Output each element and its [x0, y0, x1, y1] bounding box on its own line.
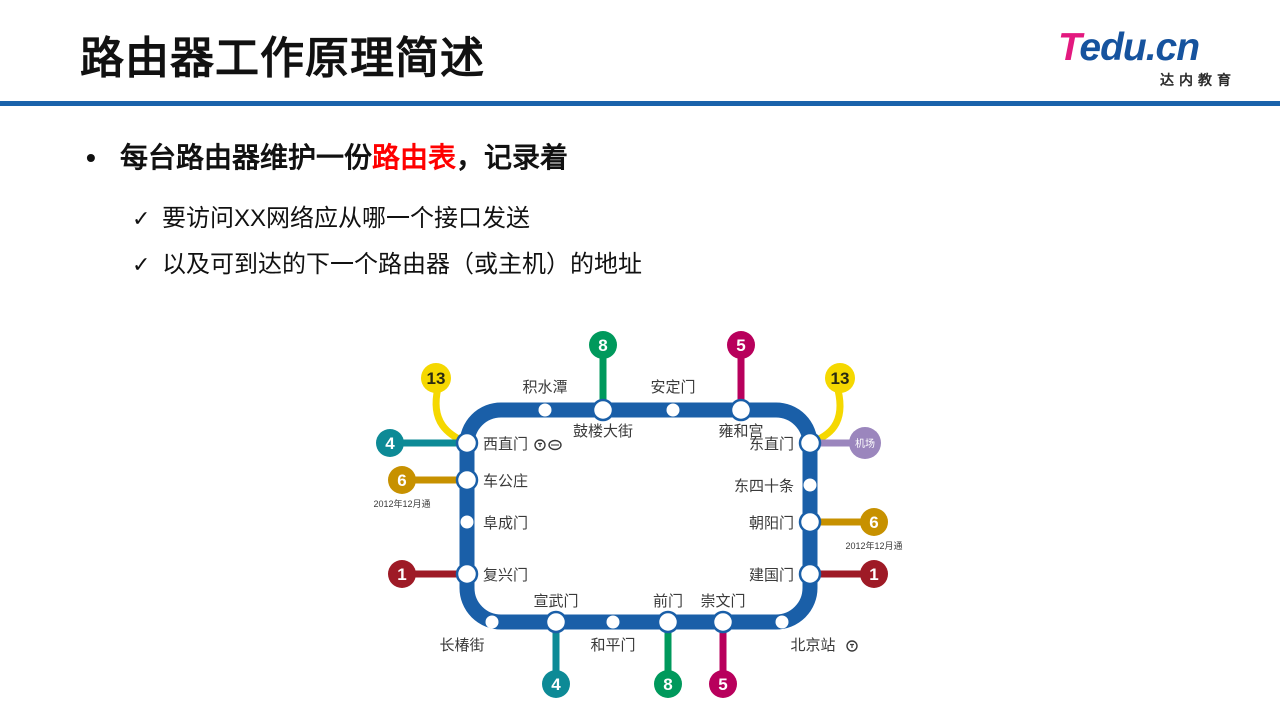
rail-transfer-icon-group	[534, 439, 562, 451]
station-dot-dongsishitiao[interactable]	[803, 478, 817, 492]
station-dot-chegongzhuang[interactable]	[455, 468, 479, 492]
logo-text-edu: edu.cn	[1079, 26, 1200, 69]
check-icon: ✓	[132, 252, 151, 277]
beijingzhan-train-icon	[846, 640, 858, 652]
logo-letter-t: T	[1058, 26, 1080, 69]
line-badge-5-south[interactable]	[709, 670, 737, 698]
title-divider	[0, 101, 1280, 106]
line-badge-13-east-label: 13	[831, 369, 850, 388]
station-dot-qianmen[interactable]	[656, 610, 680, 634]
line-badge-5-north[interactable]	[727, 331, 755, 359]
line-badge-6-east[interactable]	[860, 508, 888, 536]
station-dot-xuanwumen[interactable]	[544, 610, 568, 634]
airport-terminus[interactable]	[849, 427, 881, 459]
train-icon	[846, 640, 858, 652]
line-badge-4-south[interactable]	[542, 670, 570, 698]
station-label-chongwenmen: 崇文门	[700, 593, 745, 610]
station-dot-chongwenmen[interactable]	[711, 610, 735, 634]
station-dot-jishuitan[interactable]	[538, 403, 552, 417]
station-label-dongzhimen: 东直门	[749, 436, 794, 453]
station-label-hepingmen: 和平门	[590, 637, 635, 654]
line-badge-1-west[interactable]	[388, 560, 416, 588]
station-label-beijingzhan: 北京站	[790, 637, 835, 654]
station-dot-fuchengmen[interactable]	[460, 515, 474, 529]
bullet-marker: •	[86, 142, 96, 173]
line-badge-6-east-label: 6	[869, 513, 878, 532]
line-badge-6-west[interactable]	[388, 466, 416, 494]
line-badge-6-west-label: 6	[397, 471, 406, 490]
station-dot-changchunjie[interactable]	[485, 615, 499, 629]
bullet-text-after: ，记录着	[456, 142, 569, 173]
station-dot-fuxingmen[interactable]	[455, 562, 479, 586]
bullet-text-highlight: 路由表	[372, 142, 457, 173]
line-badge-5-north-label: 5	[736, 336, 745, 355]
sub-bullet-2: ✓ 以及可到达的下一个路由器（或主机）的地址	[132, 244, 642, 279]
station-dot-dongzhimen[interactable]	[798, 431, 822, 455]
line-badge-1-east[interactable]	[860, 560, 888, 588]
station-label-xuanwumen: 宣武门	[533, 593, 578, 610]
line-badge-13-west-label: 13	[427, 369, 446, 388]
station-label-xizhimen: 西直门	[483, 436, 528, 453]
brand-logo: Tedu.cn 达内教育	[1058, 26, 1238, 90]
station-label-jishuitan: 积水潭	[522, 379, 567, 396]
station-label-chegongzhuang: 车公庄	[483, 472, 528, 490]
station-label-chaoyangmen: 朝阳门	[749, 515, 794, 532]
station-label-gulou: 鼓楼大街	[573, 423, 633, 440]
sub-bullet-2-label: 以及可到达的下一个路由器（或主机）的地址	[162, 251, 642, 278]
station-label-jianguomen: 建国门	[749, 567, 794, 584]
line-badge-8-south-label: 8	[663, 675, 672, 694]
station-dot-chaoyangmen[interactable]	[798, 510, 822, 534]
line-badge-4-west[interactable]	[376, 429, 404, 457]
station-dot-andingmen[interactable]	[666, 403, 680, 417]
page-title: 路由器工作原理简述	[80, 34, 485, 83]
line-badge-4-south-label: 4	[551, 675, 561, 694]
bullet-text-before: 每台路由器维护一份	[120, 142, 373, 173]
line-badge-13-west[interactable]	[421, 363, 451, 393]
main-bullet: • 每台路由器维护一份路由表，记录着	[86, 136, 568, 176]
train-icon-detail	[850, 643, 854, 648]
airport-terminus-label: 机场	[855, 437, 875, 450]
line-badge-8-south[interactable]	[654, 670, 682, 698]
line-badge-4-west-label: 4	[385, 434, 395, 453]
line-6-east-note: 2012年12月通	[845, 540, 902, 551]
station-label-andingmen: 安定门	[650, 379, 695, 396]
line-badge-8-north-label: 8	[598, 336, 607, 355]
station-label-qianmen: 前门	[653, 593, 683, 610]
sub-bullet-1: ✓ 要访问XX网络应从哪一个接口发送	[132, 198, 530, 233]
station-dot-hepingmen[interactable]	[606, 615, 620, 629]
station-label-fuchengmen: 阜成门	[483, 515, 528, 532]
station-dot-xizhimen[interactable]	[455, 431, 479, 455]
station-dot-beijingzhan[interactable]	[775, 615, 789, 629]
line-badge-1-east-label: 1	[869, 565, 878, 584]
logo-wordmark: Tedu.cn	[1058, 26, 1238, 70]
line-6-west-note: 2012年12月通	[373, 498, 430, 509]
line-badge-8-north[interactable]	[589, 331, 617, 359]
station-dot-gulou[interactable]	[591, 398, 615, 422]
line-badge-5-south-label: 5	[718, 675, 727, 694]
line-badge-1-west-label: 1	[397, 565, 406, 584]
station-label-yonghegong: 雍和宫	[718, 423, 763, 440]
check-icon: ✓	[132, 206, 151, 231]
sub-bullet-1-label: 要访问XX网络应从哪一个接口发送	[162, 205, 531, 232]
beijing-subway-loop-map: 8 5 13 4 6 2012年12月通 1 13 机场 6 2012年12月通…	[370, 330, 910, 705]
station-label-changchunjie: 长椿街	[439, 637, 484, 654]
station-label-dongsishitiao: 东四十条	[734, 478, 794, 495]
station-dot-yonghegong[interactable]	[729, 398, 753, 422]
railway-icon	[548, 439, 562, 451]
train-icon	[534, 439, 546, 451]
logo-subtitle: 达内教育	[1160, 72, 1236, 88]
train-icon-detail	[538, 442, 542, 447]
station-dot-jianguomen[interactable]	[798, 562, 822, 586]
station-label-fuxingmen: 复兴门	[483, 566, 528, 584]
line-badge-13-east[interactable]	[825, 363, 855, 393]
